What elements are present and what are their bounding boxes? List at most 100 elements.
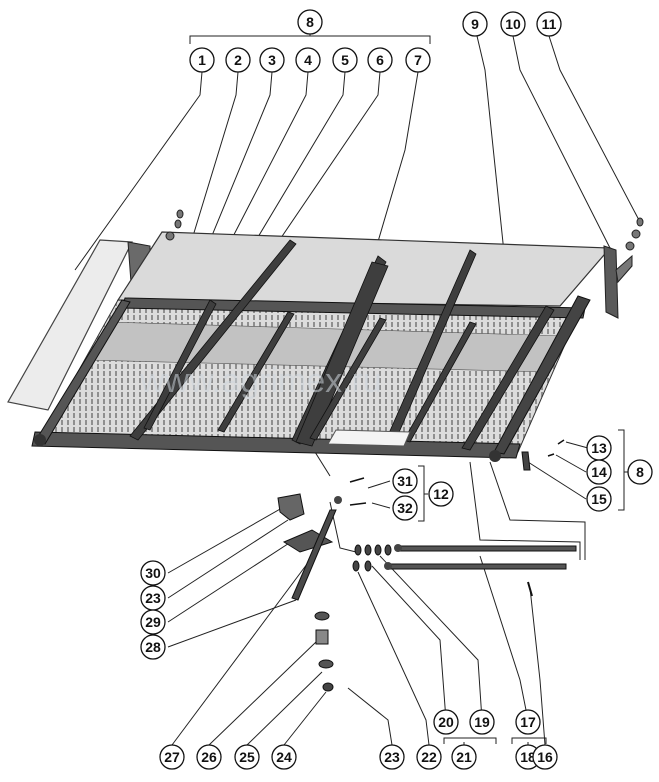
callout-c10: 10 (500, 11, 526, 37)
callout-circle (532, 744, 558, 770)
washers-row (352, 544, 392, 572)
callout-c26: 26 (196, 744, 222, 770)
callout-number: 13 (591, 440, 607, 456)
side-bracket-right (603, 245, 619, 319)
callout-circle (159, 744, 185, 770)
callout-circle (297, 9, 323, 35)
callout-number: 1 (198, 52, 206, 68)
callout-number: 10 (505, 16, 521, 32)
callout-c15: 15 (586, 486, 612, 512)
actuating-rod-lower (384, 562, 567, 570)
callout-c23a: 23 (140, 585, 166, 611)
callout-c12: 12 (428, 481, 454, 507)
callout-number: 8 (636, 464, 644, 480)
callout-number: 2 (234, 52, 242, 68)
callout-circle (259, 47, 285, 73)
frame-rail-right (493, 295, 591, 455)
actuating-rod-upper (394, 544, 577, 552)
callout-number: 22 (421, 749, 437, 765)
pin-12 (334, 496, 342, 504)
callout-number: 25 (239, 749, 255, 765)
callout-c8right: 8 (627, 459, 653, 485)
callout-number: 24 (276, 749, 292, 765)
callout-number: 26 (201, 749, 217, 765)
callout-circle (462, 11, 488, 37)
callout-circle (469, 709, 495, 735)
callout-circle (428, 481, 454, 507)
callout-c30: 30 (140, 560, 166, 586)
lever-arm (291, 509, 337, 601)
callout-circle (140, 560, 166, 586)
callout-number: 15 (591, 491, 607, 507)
callout-c17: 17 (515, 709, 541, 735)
small-hardware-top-right (615, 217, 644, 284)
callout-c6: 6 (367, 47, 393, 73)
callout-number: 3 (268, 52, 276, 68)
callout-number: 23 (384, 749, 400, 765)
callout-circle (405, 47, 431, 73)
callout-c31: 31 (392, 468, 418, 494)
callout-circle (140, 634, 166, 660)
callout-number: 17 (520, 714, 536, 730)
callout-number: 5 (341, 52, 349, 68)
callout-number: 7 (414, 52, 422, 68)
callout-number: 16 (537, 749, 553, 765)
callout-circle (225, 47, 251, 73)
callout-c25: 25 (234, 744, 260, 770)
callout-circle (392, 468, 418, 494)
callout-c8top: 8 (297, 9, 323, 35)
callout-c22: 22 (416, 744, 442, 770)
callout-circle (196, 744, 222, 770)
callout-number: 21 (456, 749, 472, 765)
callout-circle (234, 744, 260, 770)
pin-16 (527, 581, 533, 597)
callout-number: 30 (145, 565, 161, 581)
callout-c9: 9 (462, 11, 488, 37)
callout-number: 6 (376, 52, 384, 68)
callout-c16: 16 (532, 744, 558, 770)
callout-c28: 28 (140, 634, 166, 660)
callout-c23b: 23 (379, 744, 405, 770)
callout-c27: 27 (159, 744, 185, 770)
leader-lines (74, 33, 641, 746)
access-slot (327, 429, 411, 447)
watermark: www.agrimex.ru (139, 362, 382, 400)
callout-c3: 3 (259, 47, 285, 73)
cotter-pins (349, 439, 565, 506)
callout-circle (332, 47, 358, 73)
callout-number: 4 (304, 52, 312, 68)
callout-c7: 7 (405, 47, 431, 73)
callout-c21: 21 (451, 744, 477, 770)
callout-circle (586, 459, 612, 485)
callout-c5: 5 (332, 47, 358, 73)
callout-number: 12 (433, 486, 449, 502)
callout-c14: 14 (586, 459, 612, 485)
cross-bars (129, 239, 555, 451)
rear-cover-panel (116, 231, 612, 307)
callout-number: 28 (145, 639, 161, 655)
callout-number: 32 (397, 500, 413, 516)
callout-circle (500, 11, 526, 37)
callout-number: 18 (520, 749, 536, 765)
callout-circle (416, 744, 442, 770)
callout-circle (189, 47, 215, 73)
callout-circle (536, 11, 562, 37)
callout-circle (433, 709, 459, 735)
callout-circle (586, 486, 612, 512)
callout-c4: 4 (295, 47, 321, 73)
callout-circle (515, 709, 541, 735)
callout-c20: 20 (433, 709, 459, 735)
tie-rod-15 (521, 451, 531, 471)
callout-number: 23 (145, 590, 161, 606)
callout-circle (627, 459, 653, 485)
callout-number: 11 (542, 16, 557, 32)
callout-circle (140, 609, 166, 635)
callout-number: 20 (438, 714, 454, 730)
spring-assembly (314, 611, 334, 692)
callout-number: 31 (397, 473, 413, 489)
callout-circle (379, 744, 405, 770)
frame-rail-left (35, 299, 131, 445)
corner-feet (34, 434, 501, 462)
